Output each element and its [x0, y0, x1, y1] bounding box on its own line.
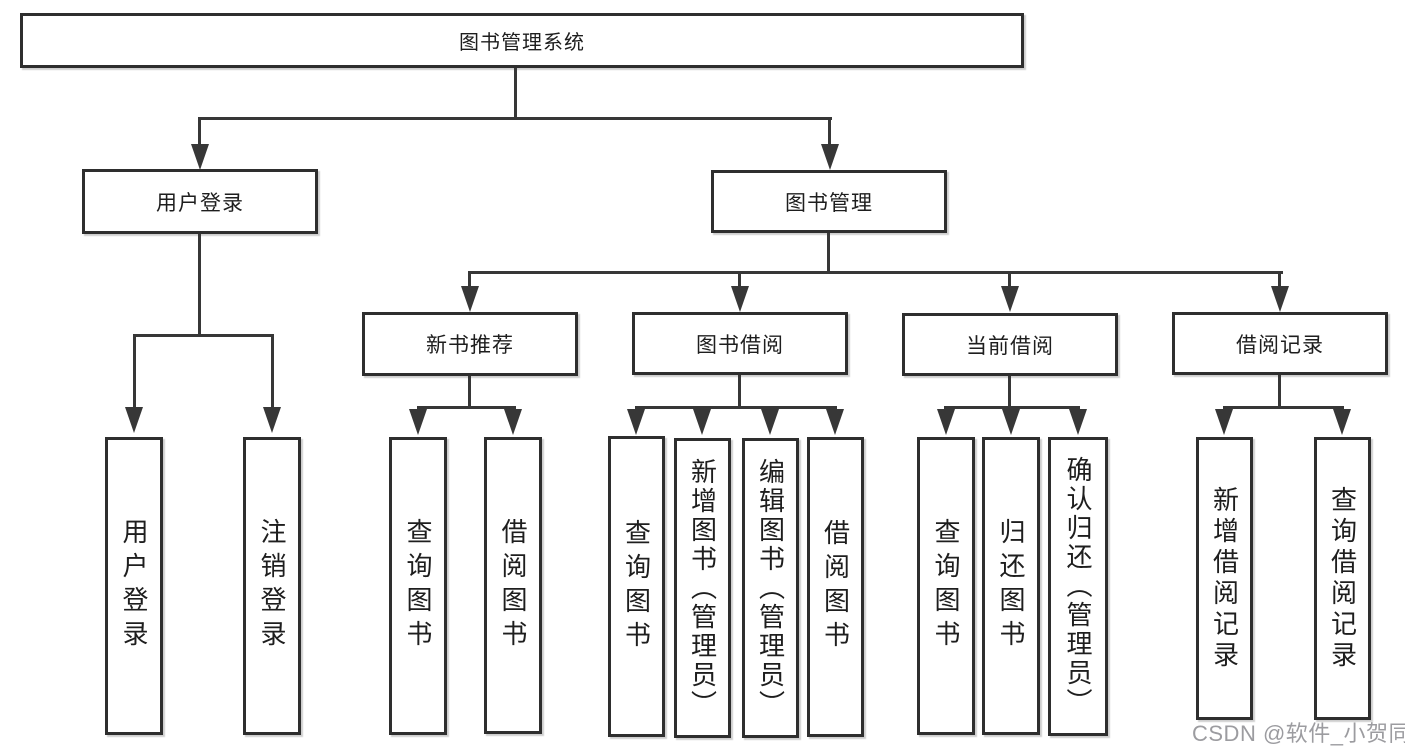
leaf-query-books-label: 查询图书: [621, 518, 652, 655]
arrow-down-icon: [821, 144, 839, 170]
connector-newbook-hbar: [417, 406, 516, 409]
arrow-down-icon: [761, 409, 779, 435]
connector-leaf-stem: [271, 334, 274, 408]
connector-root-hbar: [198, 117, 832, 120]
connector-bookmanage-stem: [828, 117, 831, 147]
arrow-down-icon: [1333, 409, 1351, 435]
connector-records-vline: [1278, 375, 1281, 409]
leaf-borrow-books-label: 借阅图书: [498, 517, 528, 654]
connector-leaf-stem: [133, 334, 136, 408]
node-library-system: 图书管理系统: [20, 13, 1024, 68]
arrow-down-icon: [731, 286, 749, 312]
leaf-query-books-label: 查询图书: [403, 518, 433, 654]
node-book-management: 图书管理: [711, 170, 947, 233]
leaf-query-books-recommend: 查询图书: [389, 437, 447, 735]
leaf-query-books-current: 查询图书: [917, 437, 975, 735]
leaf-edit-books-admin-label: 编辑图书（管理员）: [755, 457, 786, 719]
connector-group-stem: [468, 271, 471, 289]
leaf-query-borrow-record: 查询借阅记录: [1314, 437, 1371, 720]
connector-group-stem: [738, 271, 741, 289]
leaf-user-login: 用户登录: [105, 437, 163, 735]
node-borrow-records-label: 借阅记录: [1236, 333, 1324, 357]
node-new-book-recommend-label: 新书推荐: [426, 334, 514, 357]
arrow-down-icon: [1001, 286, 1019, 312]
leaf-add-books-admin: 新增图书（管理员）: [674, 438, 731, 738]
leaf-confirm-return-admin: 确认归还（管理员）: [1048, 437, 1108, 736]
connector-userlogin-vline: [198, 234, 201, 336]
connector-group-stem: [1278, 271, 1281, 289]
node-book-borrow: 图书借阅: [632, 312, 848, 375]
watermark: CSDN @软件_小贺同学: [1192, 721, 1405, 746]
leaf-query-books-borrow: 查询图书: [608, 436, 665, 737]
node-user-login-label: 用户登录: [156, 191, 244, 215]
leaf-add-borrow-record: 新增借阅记录: [1196, 437, 1253, 720]
connector-records-hbar: [1223, 406, 1344, 409]
leaf-query-books-label: 查询图书: [931, 518, 961, 654]
leaf-return-books-label: 归还图书: [996, 518, 1026, 654]
connector-userlogin-stem: [198, 117, 201, 147]
connector-currentborrow-hbar: [944, 406, 1080, 409]
arrow-down-icon: [1215, 409, 1233, 435]
arrow-down-icon: [1002, 409, 1020, 435]
arrow-down-icon: [504, 409, 522, 435]
connector-bookmanage-bus: [469, 271, 1283, 274]
leaf-return-books: 归还图书: [982, 437, 1040, 735]
arrow-down-icon: [693, 409, 711, 435]
leaf-add-borrow-record-label: 新增借阅记录: [1209, 485, 1240, 672]
connector-bookborrow-hbar: [635, 406, 837, 409]
leaf-edit-books-admin: 编辑图书（管理员）: [742, 438, 799, 738]
arrow-down-icon: [937, 409, 955, 435]
connector-currentborrow-vline: [1008, 376, 1011, 409]
connector-root-vline: [514, 68, 517, 120]
node-current-borrow: 当前借阅: [902, 313, 1118, 376]
leaf-logout-label: 注销登录: [257, 518, 287, 654]
leaf-borrow-books: 借阅图书: [807, 437, 864, 737]
arrow-down-icon: [409, 409, 427, 435]
leaf-user-login-label: 用户登录: [119, 518, 149, 654]
arrow-down-icon: [125, 407, 143, 433]
connector-group-stem: [1008, 271, 1011, 289]
leaf-query-borrow-record-label: 查询借阅记录: [1327, 485, 1358, 672]
arrow-down-icon: [461, 286, 479, 312]
leaf-confirm-return-admin-label: 确认归还（管理员）: [1063, 456, 1093, 717]
connector-bookmanage-vline: [827, 233, 830, 274]
node-new-book-recommend: 新书推荐: [362, 312, 578, 376]
leaf-logout: 注销登录: [243, 437, 301, 735]
node-library-system-label: 图书管理系统: [459, 32, 585, 54]
node-borrow-records: 借阅记录: [1172, 312, 1388, 375]
arrow-down-icon: [826, 409, 844, 435]
arrow-down-icon: [1271, 286, 1289, 312]
node-current-borrow-label: 当前借阅: [966, 334, 1054, 358]
node-user-login: 用户登录: [82, 169, 318, 234]
connector-newbook-vline: [468, 376, 471, 409]
arrow-down-icon: [191, 144, 209, 170]
arrow-down-icon: [263, 407, 281, 433]
leaf-borrow-books-recommend: 借阅图书: [484, 437, 542, 734]
leaf-add-books-admin-label: 新增图书（管理员）: [687, 457, 718, 719]
connector-bookborrow-vline: [738, 375, 741, 409]
leaf-borrow-books-label: 借阅图书: [820, 519, 851, 655]
arrow-down-icon: [627, 409, 645, 435]
arrow-down-icon: [1069, 409, 1087, 435]
connector-userlogin-hbar: [133, 334, 274, 337]
node-book-borrow-label: 图书借阅: [696, 333, 784, 357]
node-book-management-label: 图书管理: [785, 191, 873, 215]
